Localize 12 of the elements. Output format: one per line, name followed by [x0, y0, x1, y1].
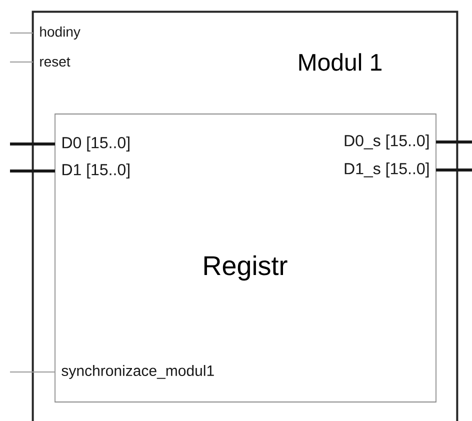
- signal-line: [10, 142, 55, 146]
- signal-line: [436, 168, 472, 172]
- port-label: D0_s [15..0]: [344, 134, 429, 150]
- port-label: reset: [40, 57, 70, 67]
- port-label: D1 [15..0]: [62, 164, 130, 178]
- signal-line: [436, 140, 472, 144]
- signal-line: [10, 32, 34, 34]
- port-label: hodiny: [40, 26, 80, 40]
- port-label: synchronizace_modul1: [62, 365, 214, 379]
- signal-line: [10, 170, 55, 172]
- port-label: D0 [15..0]: [62, 136, 130, 152]
- port-label: D1_s [15..0]: [344, 162, 429, 178]
